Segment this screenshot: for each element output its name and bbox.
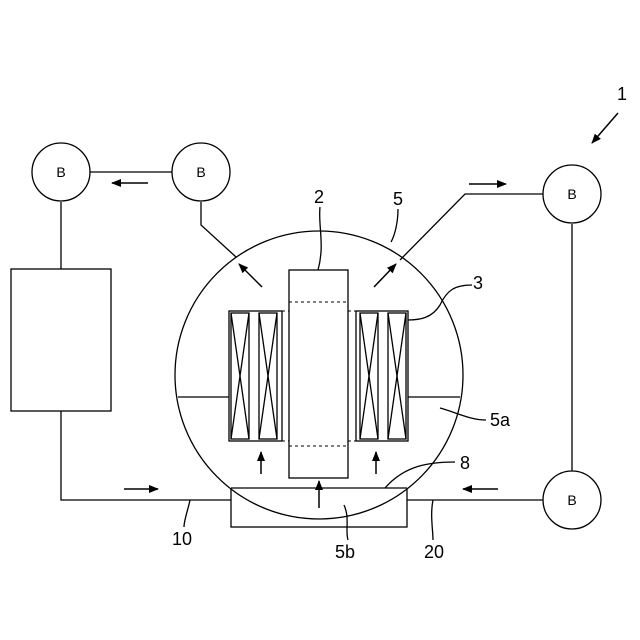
- blower-top-right: B: [543, 165, 601, 223]
- blower-top-middle: B: [172, 143, 230, 201]
- right-coil-assembly: [356, 311, 408, 441]
- label-ref-5b: 5b: [335, 542, 355, 562]
- svg-text:B: B: [56, 164, 65, 180]
- svg-text:B: B: [567, 186, 576, 202]
- label-ref-5a: 5a: [490, 410, 511, 430]
- blower-bottom-right: B: [543, 471, 601, 529]
- leader-ref-10: [184, 500, 190, 527]
- label-ref-8: 8: [460, 453, 470, 473]
- blower-top-left: B: [32, 143, 90, 201]
- svg-text:B: B: [567, 492, 576, 508]
- svg-text:B: B: [196, 164, 205, 180]
- pipe-outlet-right: [400, 194, 544, 260]
- label-ref-5: 5: [393, 189, 403, 209]
- label-ref-10: 10: [172, 529, 192, 549]
- label-ref-3: 3: [473, 273, 483, 293]
- flow-arrow-apparatus-pointer: [592, 113, 618, 143]
- leader-ref-20: [432, 500, 433, 540]
- central-rotor: [289, 270, 348, 478]
- label-ref-2: 2: [314, 187, 324, 207]
- left-coil-assembly: [229, 311, 282, 441]
- leader-ref-5: [391, 209, 398, 242]
- pipe-inlet-left: [201, 202, 236, 257]
- left-unit-box: [11, 269, 111, 411]
- label-apparatus-1: 1: [617, 84, 627, 104]
- label-ref-20: 20: [424, 542, 444, 562]
